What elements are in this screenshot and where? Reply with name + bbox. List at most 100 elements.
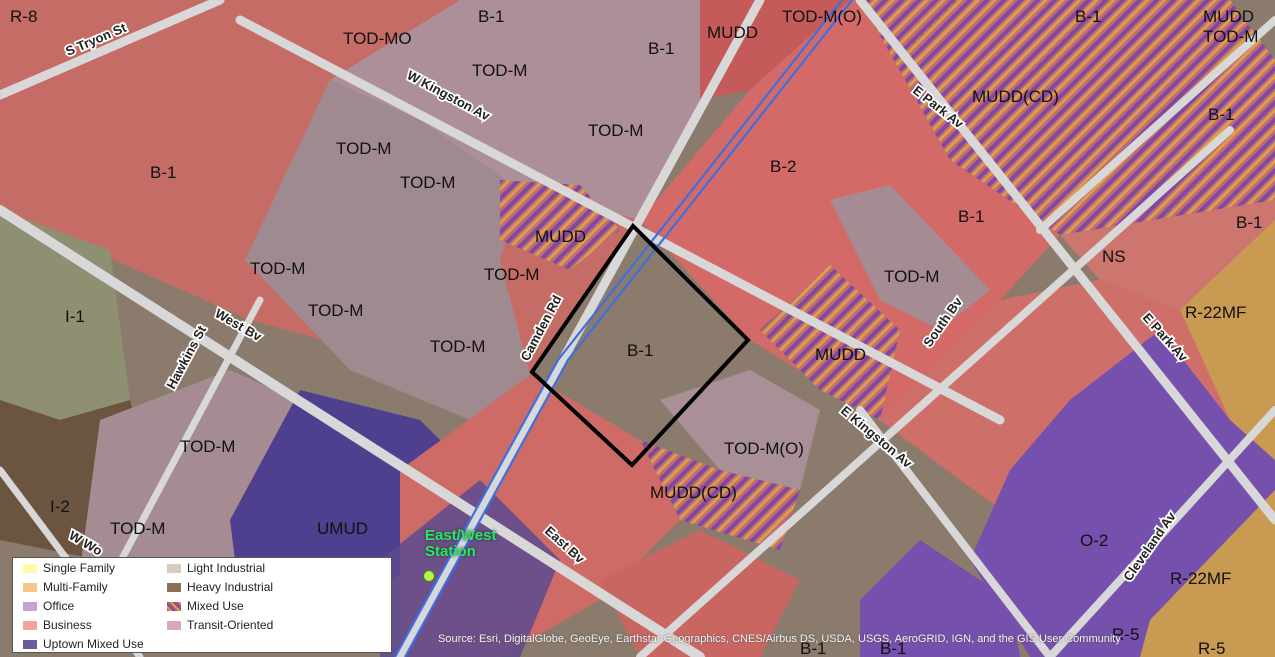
zone-label: R-22MF	[1185, 303, 1246, 322]
zone-tod-m-o	[660, 370, 820, 490]
zone-label: B-1	[880, 639, 906, 657]
legend-swatch	[23, 620, 37, 630]
zone-label: TOD-M	[472, 61, 527, 80]
zone-mudd-cd-bottom	[640, 440, 800, 550]
legend-label: Mixed Use	[187, 599, 244, 613]
zone-tod-north	[330, 0, 760, 220]
zone-label: B-1	[958, 207, 984, 226]
legend-swatch	[23, 639, 37, 649]
zone-label: TOD-M	[588, 121, 643, 140]
legend-swatch-hatch	[167, 601, 181, 611]
zone-tod-south-bv	[830, 185, 990, 330]
legend-swatch	[23, 582, 37, 592]
zone-label: B-1	[648, 39, 674, 58]
station-marker	[423, 570, 435, 582]
zone-label: TOD-M	[110, 519, 165, 538]
zone-tod-center	[245, 80, 530, 420]
zone-r22mf-bottom	[1140, 490, 1275, 657]
street-kingston	[235, 15, 1005, 425]
rail-track-1	[394, 0, 843, 657]
street-hawkins	[96, 296, 264, 604]
zone-label: MUDD	[1203, 7, 1254, 26]
street-cleveland	[1046, 406, 1275, 657]
zone-mudd-cd-top	[860, 0, 1275, 235]
zone-label: TOD-M(O)	[782, 7, 862, 26]
legend-item: Uptown Mixed Use	[23, 635, 144, 653]
zone-labels: R-8 B-1 TOD-MO TOD-M TOD-M B-1 MUDD TOD-…	[10, 7, 1262, 657]
station-label: East/West Station	[425, 528, 515, 560]
zone-label: NS	[1102, 247, 1126, 266]
zone-label: O-2	[1080, 531, 1108, 550]
zone-label: B-1	[1075, 7, 1101, 26]
legend-swatch	[23, 601, 37, 611]
zone-label: TOD-M	[484, 265, 539, 284]
zone-label: MUDD	[707, 23, 758, 42]
legend-item: Multi-Family	[23, 578, 108, 596]
legend-item: Mixed Use	[167, 597, 244, 615]
zone-business-top	[700, 0, 850, 100]
rail-line	[394, 0, 853, 657]
zone-label: I-1	[65, 307, 85, 326]
street-e-park-south	[1036, 16, 1275, 234]
street-e-kingston	[856, 406, 1054, 657]
street-west-bv	[0, 205, 705, 657]
legend-swatch	[167, 620, 181, 630]
rail-track-2	[404, 0, 853, 657]
map-attribution: Source: Esri, DigitalGlobe, GeoEye, Eart…	[438, 633, 1121, 645]
zone-label: B-1	[150, 163, 176, 182]
zone-label: MUDD(CD)	[650, 483, 737, 502]
station-name-line2: Station	[425, 543, 476, 560]
zone-label: R-22MF	[1170, 569, 1231, 588]
zone-label: MUDD	[535, 227, 586, 246]
zone-label: B-1	[627, 341, 653, 360]
zone-label: B-1	[800, 639, 826, 657]
legend-item: Heavy Industrial	[167, 578, 273, 596]
zone-label: TOD-M	[250, 259, 305, 278]
zone-label: MUDD	[815, 345, 866, 364]
zone-label: B-2	[770, 157, 796, 176]
site-outline	[529, 222, 751, 468]
legend-swatch	[23, 563, 37, 573]
street-e-park-north	[855, 0, 1275, 525]
zone-label: B-1	[478, 7, 504, 26]
legend-item: Transit-Oriented	[167, 616, 273, 634]
zone-label: UMUD	[317, 519, 368, 538]
zone-label: TOD-M	[336, 139, 391, 158]
legend-item: Light Industrial	[167, 559, 265, 577]
legend-item: Business	[23, 616, 92, 634]
zone-label: TOD-M(O)	[724, 439, 804, 458]
station-name-line1: East/West	[425, 527, 497, 544]
street-s-tryon	[0, 0, 225, 100]
legend-swatch	[167, 563, 181, 573]
zone-label: TOD-M	[180, 437, 235, 456]
zone-label: R-8	[10, 7, 37, 26]
legend-item: Office	[23, 597, 74, 615]
legend-label: Office	[43, 599, 75, 613]
legend-label: Multi-Family	[43, 580, 108, 594]
zone-office-bottom	[860, 540, 1020, 657]
zone-mudd-kingston	[760, 265, 900, 420]
map-legend: Single Family Multi-Family Office Busine…	[12, 557, 392, 653]
zone-industrial-i1	[0, 210, 130, 420]
legend-label: Light Industrial	[187, 561, 266, 575]
zone-label: I-2	[50, 497, 70, 516]
zone-label: R-5	[1198, 639, 1225, 657]
legend-item: Single Family	[23, 559, 115, 577]
zone-label: TOD-MO	[343, 29, 412, 48]
legend-label: Uptown Mixed Use	[43, 637, 144, 651]
zone-label: TOD-M	[430, 337, 485, 356]
zone-label: TOD-M	[884, 267, 939, 286]
zone-label: B-1	[1208, 105, 1234, 124]
legend-label: Heavy Industrial	[187, 580, 274, 594]
zone-label: R-5	[1112, 625, 1139, 644]
zone-label: B-1	[1236, 213, 1262, 232]
zone-label: TOD-M	[400, 173, 455, 192]
legend-label: Business	[43, 618, 92, 632]
zone-label: TOD-M	[308, 301, 363, 320]
zone-label: MUDD(CD)	[972, 87, 1059, 106]
legend-label: Single Family	[43, 561, 116, 575]
legend-label: Transit-Oriented	[187, 618, 274, 632]
